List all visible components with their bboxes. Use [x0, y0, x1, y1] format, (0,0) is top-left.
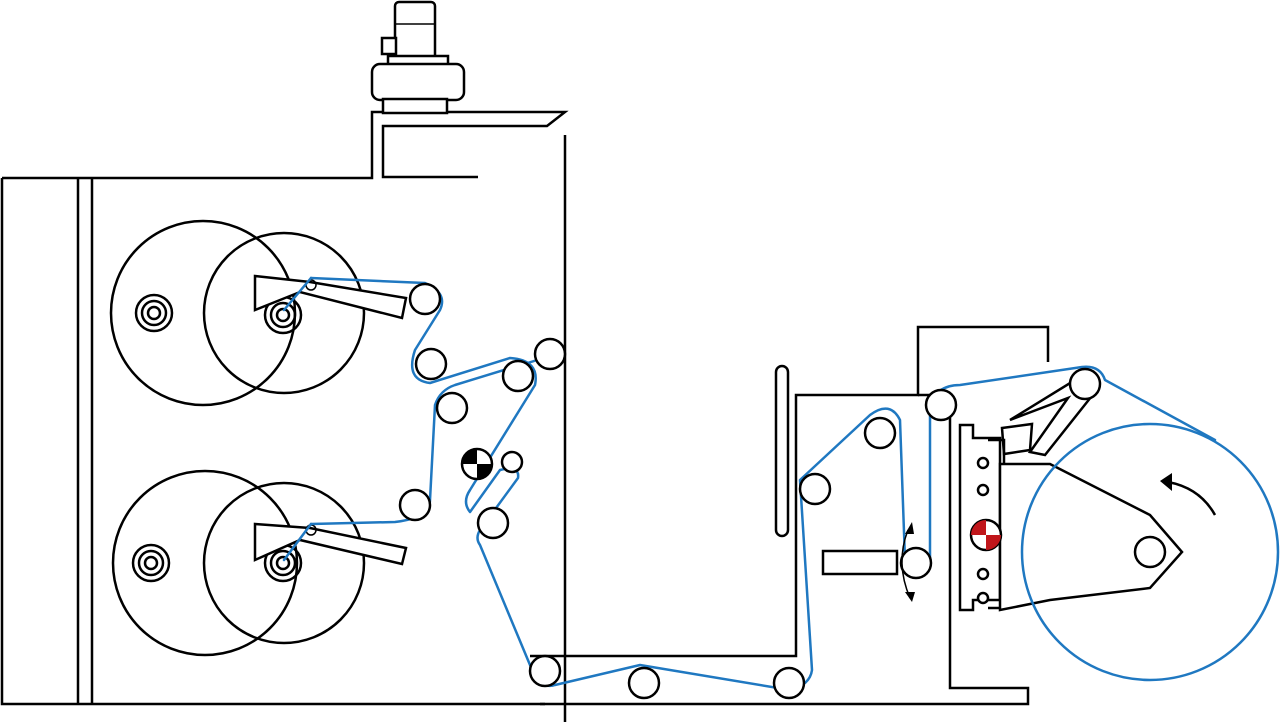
guide-roller [476, 506, 510, 540]
web-strand-unwind-lower [282, 522, 313, 562]
rewind-shaft [1133, 535, 1167, 569]
guide-roller [772, 666, 806, 700]
guide-roller [924, 388, 958, 422]
guide-roller [899, 546, 933, 580]
guide-roller [627, 666, 661, 700]
rewind-reel [1020, 422, 1280, 682]
guide-roller [414, 347, 448, 381]
rollers [398, 282, 1102, 700]
guide-roller [398, 488, 432, 522]
guide-roller [798, 472, 832, 506]
web-strand-unwind-upper [282, 276, 313, 312]
unwind-frame [0, 110, 569, 722]
pivot-arrows-icon [901, 522, 915, 602]
guide-roller [501, 359, 535, 393]
dancer-arm [253, 274, 408, 320]
unwind-reel-small [202, 231, 366, 395]
unwind-station-upper [109, 219, 408, 407]
registration-target-icon [460, 447, 494, 481]
process-frame [530, 325, 1184, 706]
reel-hub-icon [134, 293, 174, 333]
reel-hub-icon [131, 543, 171, 583]
unwind-station-lower [111, 469, 408, 657]
guide-roller [533, 337, 567, 371]
guide-roller [528, 654, 562, 688]
guide-bar [774, 364, 790, 538]
rotation-arrow-icon [1160, 473, 1217, 516]
registration-target-icon [969, 518, 1003, 552]
unwind-reel-large [111, 469, 299, 657]
dancer-arm [253, 522, 408, 566]
guide-roller [435, 391, 469, 425]
guide-roller [1068, 367, 1102, 401]
unwind-reel-small [202, 481, 366, 645]
guide-roller [863, 416, 897, 450]
rewind-arm [998, 462, 1184, 612]
guide-block [821, 549, 899, 576]
drive-motor-icon [370, 0, 466, 115]
guide-roller [500, 450, 524, 474]
guide-roller [408, 282, 442, 316]
